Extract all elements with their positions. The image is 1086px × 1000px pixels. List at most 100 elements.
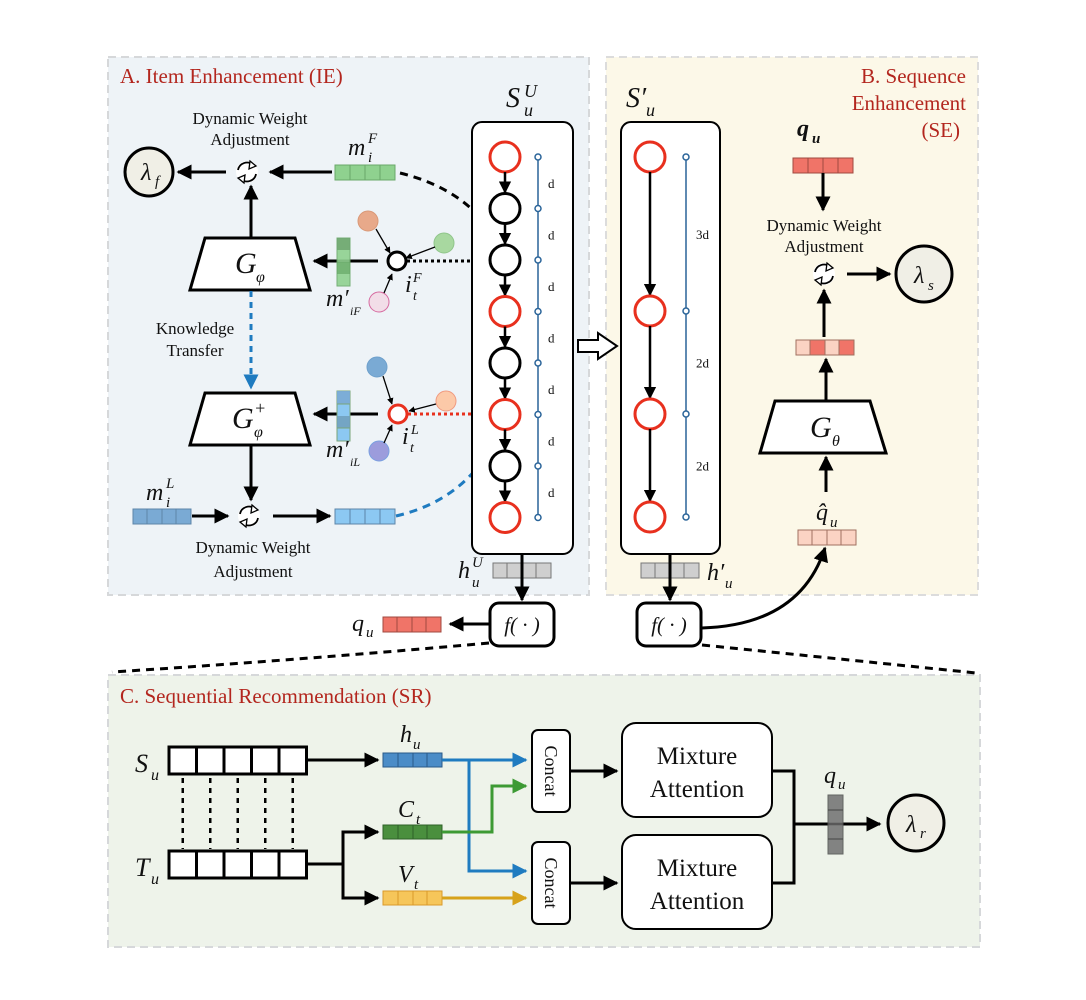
q-u-vector-mid — [382, 616, 442, 633]
svg-text:u: u — [646, 100, 655, 120]
dwa-bottom-label-2: Adjustment — [213, 562, 293, 581]
lambda-r-node: λ r — [886, 793, 946, 853]
interval-label: d — [548, 433, 555, 448]
edge-blue-to-itL — [382, 375, 394, 405]
seq-prime-node — [633, 500, 667, 534]
seq-u-node — [488, 295, 522, 328]
svg-text:u: u — [725, 576, 733, 592]
svg-text:U: U — [524, 81, 538, 101]
seq-u-node — [488, 449, 522, 483]
svg-text:t: t — [416, 812, 421, 828]
svg-text:f( · ): f( · ) — [504, 613, 540, 637]
mixture-attention-2: Mixture Attention — [621, 834, 773, 930]
se-title-2: Enhancement — [852, 91, 966, 115]
modality-node-blue — [366, 356, 388, 378]
interval-label: d — [548, 330, 555, 345]
svg-text:G: G — [810, 411, 832, 444]
svg-text:m′: m′ — [326, 286, 349, 312]
sequence-cell — [250, 745, 281, 776]
se-q-u-label: q u — [797, 116, 820, 147]
seq-u-node — [488, 501, 522, 534]
timeline-tick — [682, 513, 690, 521]
svg-text:S: S — [135, 749, 148, 778]
svg-text:r: r — [920, 826, 926, 842]
sr-title: C. Sequential Recommendation (SR) — [120, 684, 431, 708]
V-t-vector — [382, 890, 443, 906]
time-cell — [250, 849, 281, 880]
i-t-F-node — [386, 250, 408, 272]
V-t-label: V t — [398, 862, 419, 893]
S-u-label: S u — [135, 749, 159, 784]
edge-peach-to-itL — [408, 403, 437, 413]
time-cell — [222, 849, 253, 880]
interval-label: d — [548, 227, 555, 242]
flow-Ct-to-concat1 — [442, 778, 528, 834]
modality-node-pink — [368, 291, 390, 313]
edge-purple-to-itL — [383, 424, 393, 444]
seq-u-label: S u U — [506, 81, 538, 120]
h-prime-u-label: h′ u — [707, 560, 733, 592]
arrow-Tu-to-Vt — [341, 864, 380, 906]
timeline-tick — [682, 307, 690, 315]
sr-q-u-vector — [827, 794, 844, 855]
g-theta-generator: G θ — [758, 399, 889, 455]
svg-text:h: h — [400, 722, 412, 748]
sequence-cell — [167, 745, 198, 776]
svg-text:Attention: Attention — [650, 776, 745, 803]
svg-text:m: m — [146, 480, 163, 506]
svg-text:U: U — [472, 555, 484, 571]
svg-text:u: u — [472, 575, 480, 591]
knowledge-label-1: Knowledge — [156, 319, 234, 338]
q-hat-vector — [797, 529, 857, 546]
svg-text:T: T — [135, 853, 151, 882]
i-t-L-label: i t L — [402, 423, 419, 456]
timeline-tick — [534, 462, 542, 470]
svg-text:s: s — [928, 278, 934, 294]
svg-text:u: u — [366, 625, 374, 641]
dwa-top-icon — [235, 160, 259, 184]
enhanced-item-vector — [334, 508, 396, 525]
svg-text:Mixture: Mixture — [657, 855, 738, 882]
edge-orange-to-itF — [375, 228, 391, 254]
svg-text:Attention: Attention — [650, 888, 745, 915]
svg-text:Concat: Concat — [541, 746, 561, 797]
transform-arrow — [577, 331, 619, 361]
svg-text:h: h — [458, 558, 470, 584]
se-dwa-label-1: Dynamic Weight — [767, 216, 882, 235]
time-cell — [167, 849, 198, 880]
svg-text:u: u — [830, 515, 838, 531]
timeline-tick — [534, 513, 542, 522]
svg-text:Mixture: Mixture — [657, 743, 738, 770]
g-phi-plus-generator: G + φ — [188, 391, 312, 447]
interval-label: d — [548, 485, 555, 500]
alignment-links — [181, 778, 294, 849]
svg-text:V: V — [398, 862, 415, 888]
se-dwa-label-2: Adjustment — [784, 237, 864, 256]
svg-text:t: t — [410, 441, 415, 456]
svg-text:iL: iL — [350, 455, 360, 469]
q-u-label-mid: q u — [352, 611, 374, 641]
arrow-f-to-qhat — [701, 546, 828, 630]
T-u-label: T u — [135, 853, 159, 888]
svg-text:S: S — [506, 83, 520, 114]
dwa-top-label-1: Dynamic Weight — [193, 109, 308, 128]
time-cell — [195, 849, 226, 880]
lambda-f-node: λ f — [123, 146, 175, 198]
svg-text:C: C — [398, 797, 415, 823]
svg-text:u: u — [413, 737, 421, 753]
time-cell — [277, 849, 308, 880]
g-phi-generator: G φ — [188, 236, 312, 292]
m-i-F-label: m i F — [348, 131, 378, 166]
timeline-tick — [534, 256, 542, 264]
svg-text:i: i — [402, 424, 409, 450]
interval-label: d — [548, 382, 555, 397]
svg-text:G: G — [232, 402, 254, 435]
svg-text:+: + — [254, 398, 266, 418]
svg-text:F: F — [412, 271, 422, 286]
knowledge-label-2: Transfer — [167, 341, 224, 360]
se-dwa-icon — [812, 262, 836, 286]
f-function-left: f( · ) — [488, 601, 556, 648]
interval-label: d — [548, 279, 555, 294]
sequence-cell — [222, 745, 253, 776]
